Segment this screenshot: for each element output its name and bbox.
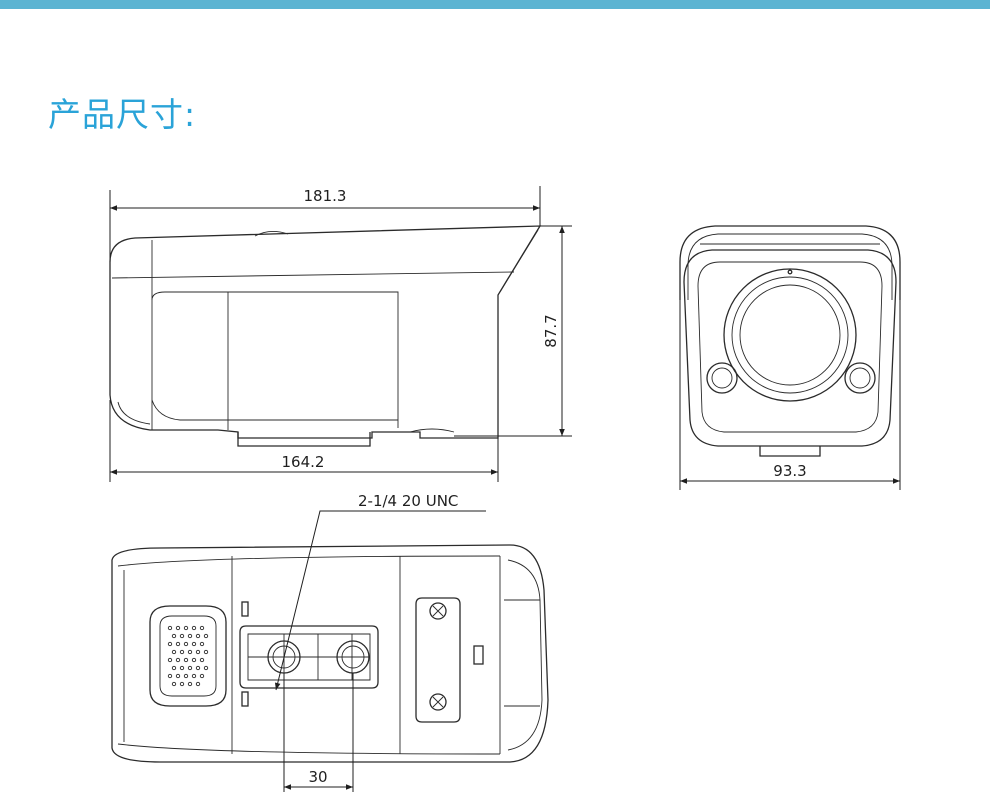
bottom-screw-bottom [429,693,447,711]
bottom-side-rail-top [117,555,501,567]
side-view: 181.3 87.7 164.2 [109,186,572,482]
bottom-front-step [504,599,540,707]
bottom-slot-top [241,601,249,617]
side-housing-outline [109,225,542,439]
bottom-screw-top [429,602,447,620]
bottom-outline [111,544,549,763]
thread-annotation: 2-1/4 20 UNC [358,492,458,510]
side-shield-edge [499,229,539,293]
front-view: 93.3 [679,225,901,490]
dim-mount-spacing: 30 [308,768,327,786]
dim-width: 93.3 [773,462,806,480]
side-top-seam [111,271,515,279]
bottom-front-inner [507,559,543,751]
bottom-locating-hole-inner [341,645,365,669]
side-lower-curve [117,401,151,425]
page-title: 产品尺寸: [48,95,197,134]
front-led-right-inner [849,367,871,389]
front-led-right [844,362,876,394]
bottom-mount-plate-inner [247,633,371,681]
side-panel-bottom [151,399,398,421]
bottom-speaker-inner [159,615,217,697]
dim-total-length: 181.3 [304,187,347,205]
side-mount-plate [237,432,371,447]
front-led-left [706,362,738,394]
bottom-cover-plate [415,597,461,723]
side-mount-foot [409,428,455,433]
bottom-slot-bottom [241,691,249,707]
bottom-side-rail-bottom [117,743,501,755]
front-housing [683,249,897,447]
front-shield-outer [679,225,901,300]
bottom-speaker-holes [167,625,209,687]
dim-body-length: 164.2 [282,453,325,471]
front-shield-inner [687,233,893,300]
dim-height: 87.7 [542,314,560,347]
thread-leader [274,510,486,691]
front-led-left-inner [711,367,733,389]
front-lens-ring [731,276,849,394]
bottom-mount-plate [239,625,379,689]
front-mount [759,446,821,457]
top-accent-bar [0,0,990,9]
front-lens-inner [739,284,841,386]
side-body-panel [151,291,399,428]
bottom-view: 2-1/4 20 UNC 30 [111,492,549,792]
side-top-bump [254,231,289,237]
front-sensor-dot [787,269,793,275]
front-lens-outer [723,268,857,402]
bottom-tripod-hole-inner [272,645,296,669]
bottom-slot-right [473,645,484,665]
front-face [697,261,883,433]
bottom-speaker-frame [149,605,227,707]
